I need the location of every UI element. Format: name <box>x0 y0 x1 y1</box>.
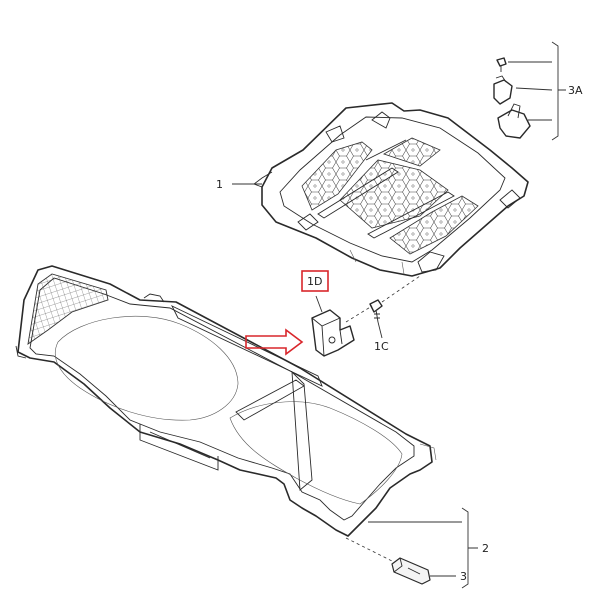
leader-2 <box>368 507 478 589</box>
storage-tray-part <box>253 102 529 277</box>
leader-1c <box>377 321 383 339</box>
label-part-1c: 1C <box>374 340 389 353</box>
label-part-1d: 1D <box>307 275 322 288</box>
highlight-arrow <box>245 328 304 356</box>
assembly-line-1c <box>345 275 421 323</box>
bracket-part-1d <box>311 309 355 357</box>
highlight-box-1d <box>301 270 329 292</box>
assembly-line-3 <box>345 537 395 563</box>
label-part-1: 1 <box>216 178 223 191</box>
label-part-3: 3 <box>460 570 467 583</box>
leader-3a <box>508 41 566 141</box>
fastener-group-3a <box>493 57 531 139</box>
cargo-net-frame-part <box>15 265 437 537</box>
end-fitting-part-3 <box>391 557 431 585</box>
leader-1d <box>315 295 323 313</box>
screw-part-1c <box>369 299 383 323</box>
label-part-2: 2 <box>482 542 489 555</box>
label-part-3a: 3A <box>568 84 583 97</box>
